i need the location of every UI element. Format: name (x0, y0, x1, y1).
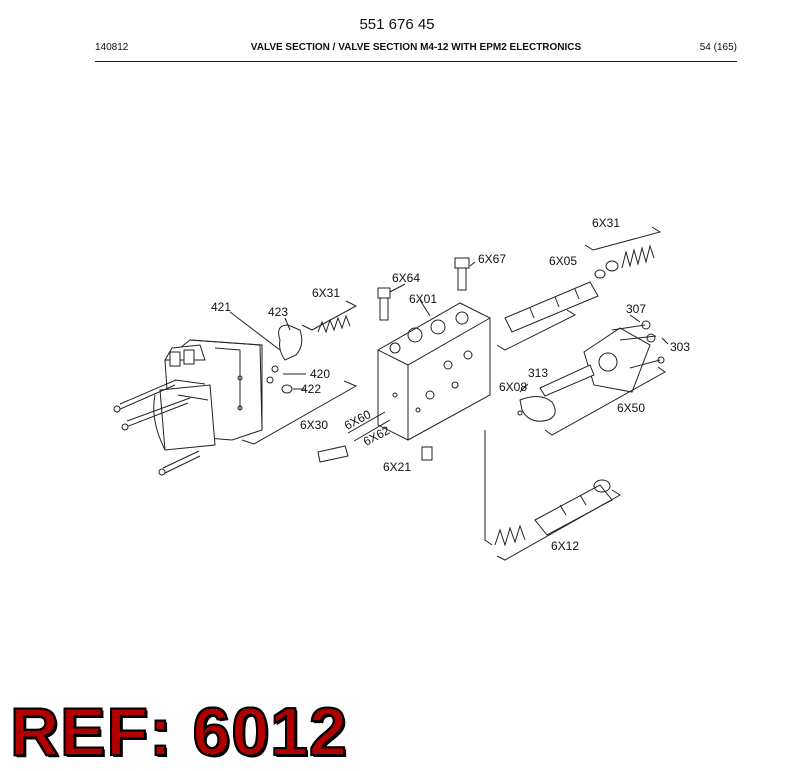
gasket-and-seals (266, 324, 303, 394)
callout-6X12: 6X12 (551, 539, 579, 553)
reference-banner: REF: 6012 (9, 693, 348, 771)
bracket-6X31-right (584, 226, 662, 251)
callout-6X08: 6X08 (499, 380, 527, 394)
bracket-6X50 (544, 366, 666, 436)
housing-bolts (113, 379, 201, 476)
callout-6X31-right: 6X31 (592, 216, 620, 230)
callout-6X67: 6X67 (478, 252, 506, 266)
bracket-6X31-left (301, 300, 358, 331)
callout-6X05: 6X05 (549, 254, 577, 268)
bracket-6X60 (347, 411, 386, 434)
cover-6X50 (517, 320, 665, 422)
header-divider (95, 61, 737, 62)
plug-parts (317, 257, 470, 463)
valve-body (377, 302, 491, 441)
date-code: 140812 (95, 42, 129, 53)
callout-303: 303 (670, 340, 690, 354)
callout-6X31-left: 6X31 (312, 286, 340, 300)
bracket-6X12 (496, 489, 621, 561)
spool-6X12 (494, 479, 613, 547)
guide-line-lower (484, 430, 493, 546)
callout-6X60: 6X60 (342, 407, 374, 433)
callout-6X50: 6X50 (617, 401, 645, 415)
spool-6X05 (504, 260, 619, 333)
bracket-left-6X50 (496, 309, 577, 351)
spring-right (621, 244, 655, 269)
callout-313: 313 (528, 366, 548, 380)
bracket-6X62 (353, 419, 391, 442)
callout-307: 307 (626, 302, 646, 316)
electronics-housing (153, 339, 263, 451)
callout-6X64: 6X64 (392, 271, 420, 285)
callout-420: 420 (310, 367, 330, 381)
callout-6X30: 6X30 (300, 418, 328, 432)
page-title: VALVE SECTION / VALVE SECTION M4-12 WITH… (250, 42, 582, 53)
document-number: 551 676 45 (359, 16, 435, 33)
leader-lines (229, 261, 669, 393)
callout-421: 421 (211, 300, 231, 314)
page-number: 54 (165) (699, 42, 737, 53)
callout-6X21: 6X21 (383, 460, 411, 474)
callout-422: 422 (301, 382, 321, 396)
callout-423: 423 (268, 305, 288, 319)
callout-6X01: 6X01 (409, 292, 437, 306)
spring-left (317, 314, 351, 334)
bracket-6X30 (241, 380, 358, 445)
